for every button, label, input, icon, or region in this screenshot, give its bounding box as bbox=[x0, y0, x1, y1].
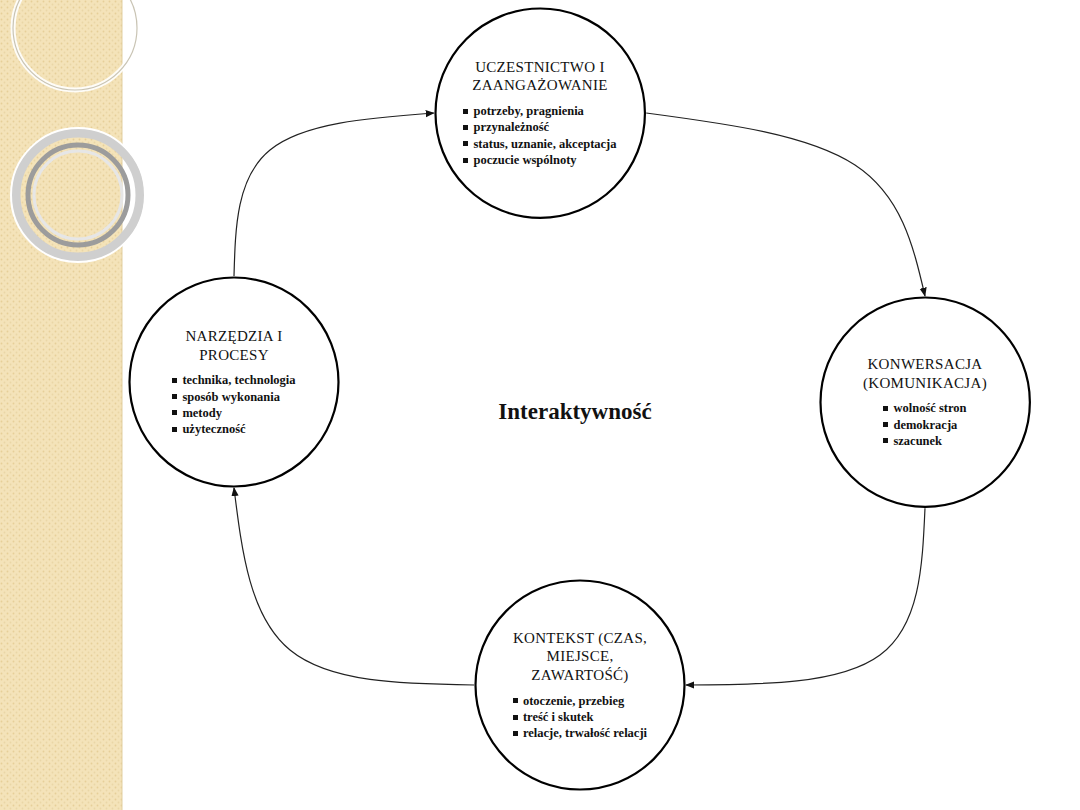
center-label: Interaktywność bbox=[498, 399, 651, 425]
bullet-square bbox=[883, 438, 888, 443]
circle-outline bbox=[474, 579, 686, 791]
bullet-square bbox=[513, 715, 518, 720]
decor-ring bbox=[13, 0, 137, 90]
bullet-item: status, uznanie, akceptacja bbox=[473, 136, 616, 152]
bullet-item: technika, technologia bbox=[182, 372, 295, 388]
bullet-square bbox=[463, 158, 468, 163]
bullet-square bbox=[172, 378, 177, 383]
bullet-item: wolność stron bbox=[893, 400, 966, 416]
bullet-item: relacje, trwałość relacji bbox=[523, 725, 647, 741]
decor-ring bbox=[28, 145, 128, 245]
circle-heading: NARZĘDZIA I PROCESY bbox=[159, 327, 309, 365]
bullet-item: poczucie wspólnoty bbox=[473, 152, 576, 168]
bullet-square bbox=[463, 141, 468, 146]
bullet-square bbox=[172, 410, 177, 415]
bullet-item: sposób wykonania bbox=[182, 389, 280, 405]
concept-circle: UCZESTNICTWO I ZAANGAŻOWANIE potrzeby, pr… bbox=[434, 7, 646, 219]
bullet-item: otoczenie, przebieg bbox=[523, 693, 624, 709]
decor-ring bbox=[11, 128, 145, 262]
concept-circle: KONWERSACJA (KOMUNIKACJA) wolność stronde… bbox=[819, 296, 1031, 508]
concept-circle: NARZĘDZIA I PROCESY technika, technologia… bbox=[128, 276, 340, 488]
cycle-arrow bbox=[234, 488, 474, 685]
bullet-square bbox=[463, 125, 468, 130]
decor-ring bbox=[13, 0, 137, 90]
bullet-square bbox=[463, 109, 468, 114]
bullet-item: użyteczność bbox=[182, 421, 245, 437]
cycle-arrow bbox=[686, 508, 925, 685]
bullet-square bbox=[883, 406, 888, 411]
bullet-item: demokracja bbox=[893, 417, 957, 433]
side-strip bbox=[0, 0, 122, 810]
bullet-square bbox=[513, 698, 518, 703]
decor-ring bbox=[34, 151, 122, 239]
bullet-item: metody bbox=[182, 405, 222, 421]
concept-circle: KONTEKST (CZAS, MIEJSCE, ZAWARTOŚĆ) otocz… bbox=[474, 579, 686, 791]
bullet-square bbox=[172, 394, 177, 399]
bullet-item: potrzeby, pragnienia bbox=[473, 103, 583, 119]
bullet-item: treść i skutek bbox=[523, 709, 594, 725]
bullet-square bbox=[172, 427, 177, 432]
decor-ring bbox=[16, 133, 140, 257]
bullet-item: przynależność bbox=[473, 119, 549, 135]
bullet-item: szacunek bbox=[893, 433, 942, 449]
circle-heading: KONWERSACJA (KOMUNIKACJA) bbox=[840, 355, 1010, 393]
circle-heading: UCZESTNICTWO I ZAANGAŻOWANIE bbox=[460, 58, 620, 96]
circle-heading: KONTEKST (CZAS, MIEJSCE, ZAWARTOŚĆ) bbox=[510, 629, 650, 685]
bullet-square bbox=[513, 731, 518, 736]
bullet-square bbox=[883, 422, 888, 427]
cycle-arrow bbox=[234, 113, 434, 276]
cycle-arrow bbox=[646, 113, 925, 296]
